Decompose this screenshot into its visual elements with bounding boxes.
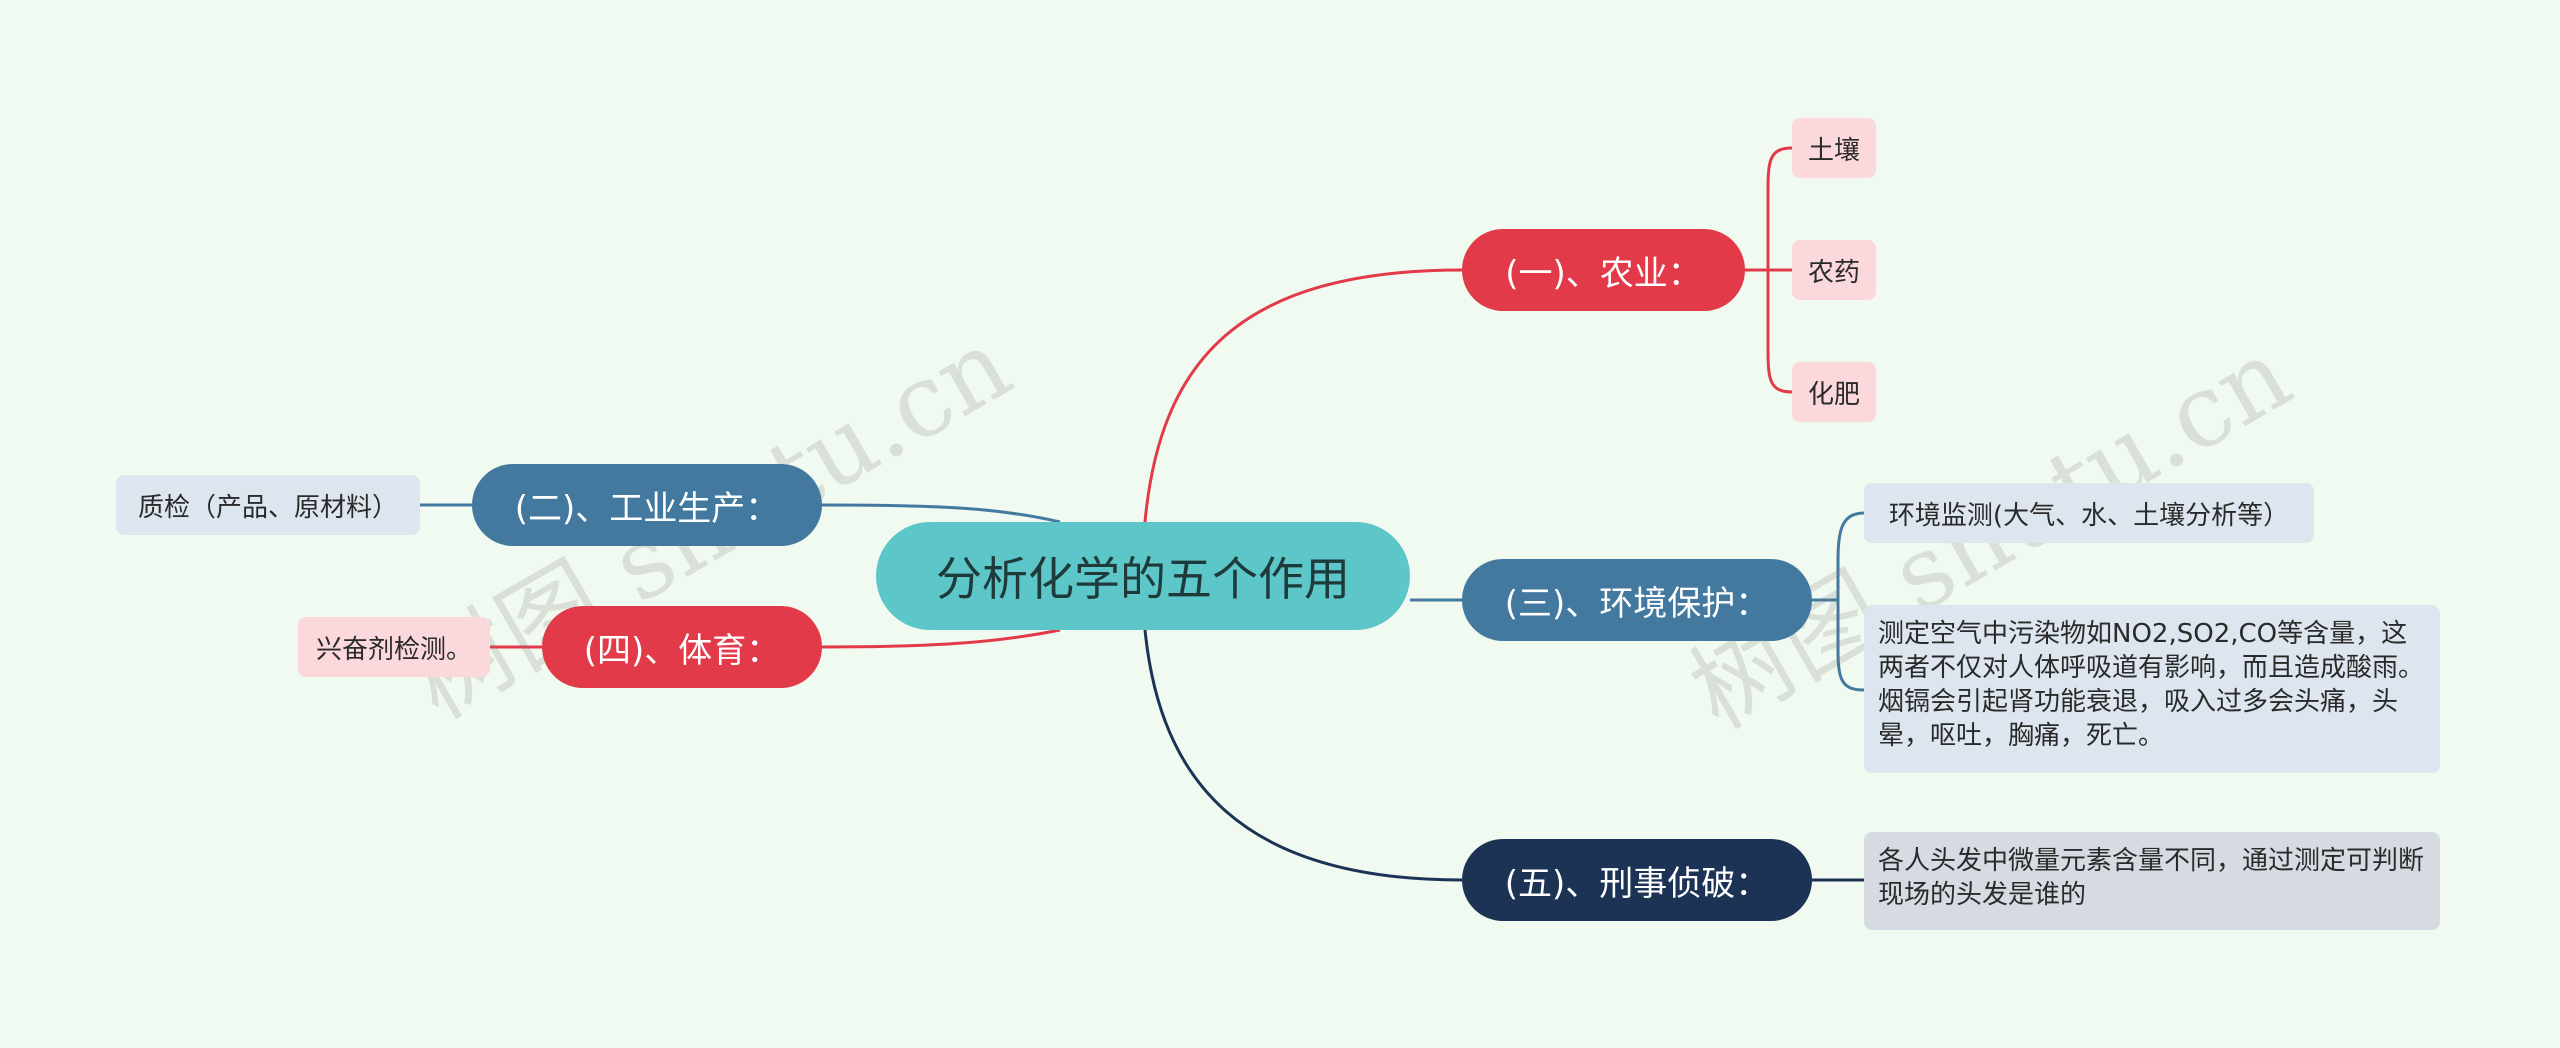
branch-sports[interactable]: (四)、体育： — [542, 606, 822, 688]
branch-forensics[interactable]: (五)、刑事侦破： — [1462, 839, 1812, 921]
leaf-air-pollutants[interactable]: 测定空气中污染物如NO2,SO2,CO等含量，这两者不仅对人体呼吸道有影响，而且… — [1864, 605, 2440, 773]
branch-industry[interactable]: (二)、工业生产： — [472, 464, 822, 546]
branch-environment[interactable]: (三)、环境保护： — [1462, 559, 1812, 641]
leaf-fertilizer[interactable]: 化肥 — [1792, 362, 1876, 422]
root-topic[interactable]: 分析化学的五个作用 — [876, 522, 1410, 630]
connector-env-leaves — [1812, 511, 1865, 692]
connector-root-agriculture — [1143, 268, 1463, 523]
leaf-doping-test[interactable]: 兴奋剂检测。 — [298, 617, 490, 677]
connector-root-industry — [821, 503, 1061, 524]
leaf-quality-check[interactable]: 质检（产品、原材料） — [116, 475, 420, 535]
connector-agri-leaves — [1745, 146, 1793, 394]
branch-agriculture[interactable]: (一)、农业： — [1462, 229, 1745, 311]
leaf-hair-analysis[interactable]: 各人头发中微量元素含量不同，通过测定可判断现场的头发是谁的 — [1864, 832, 2440, 930]
connector-root-sports — [821, 628, 1061, 649]
leaf-env-monitoring[interactable]: 环境监测(大气、水、土壤分析等） — [1864, 483, 2314, 543]
leaf-soil[interactable]: 土壤 — [1792, 118, 1876, 178]
leaf-pesticide[interactable]: 农药 — [1792, 240, 1876, 300]
connector-root-forensics — [1143, 629, 1463, 882]
